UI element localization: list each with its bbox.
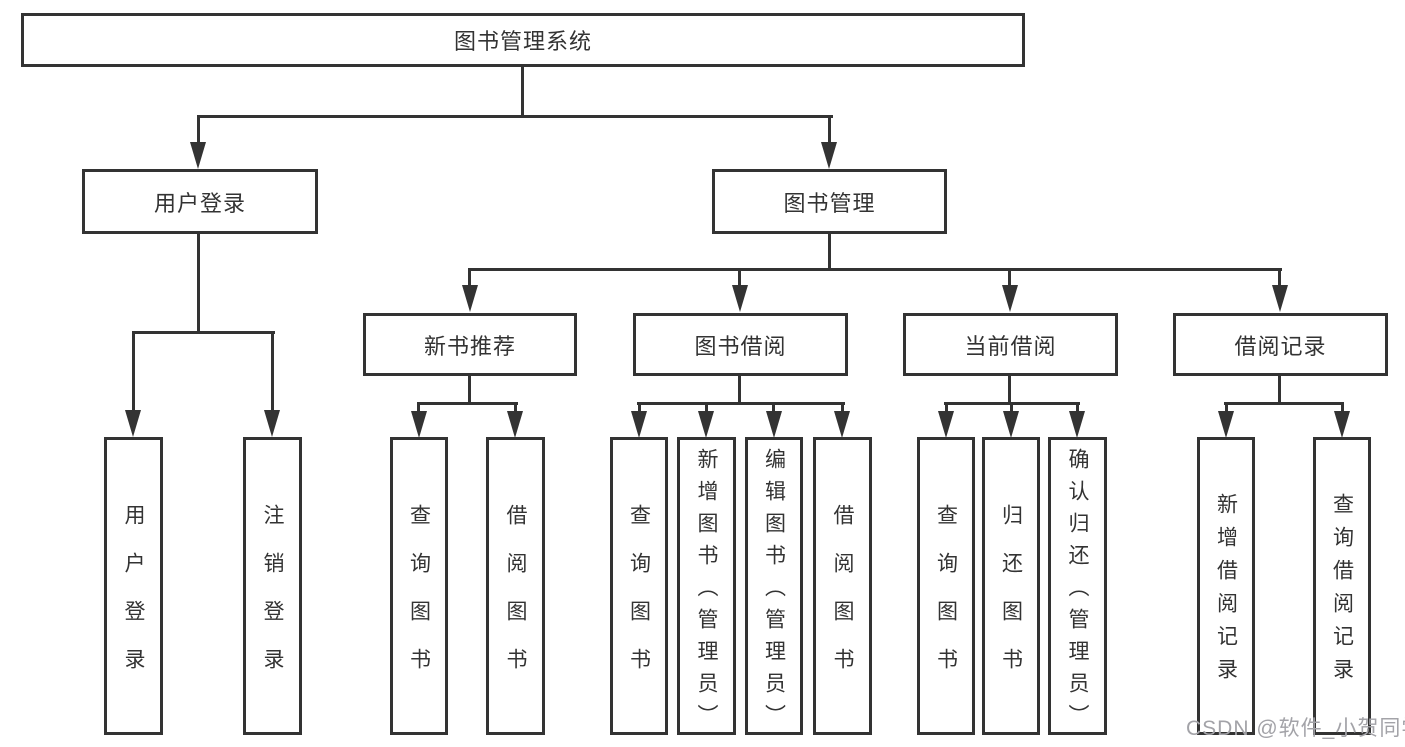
node-user-login: 用户登录 (82, 169, 318, 234)
leaf-bb-add-books-admin: 新增图书（管理员） (677, 437, 736, 736)
arrow-down-icon (411, 411, 427, 438)
connector-line (417, 402, 518, 405)
connector-line (1278, 268, 1281, 287)
connector-line (945, 402, 948, 412)
connector-line (1341, 402, 1344, 412)
connector-line (468, 268, 1282, 271)
leaf-bb-query-books: 查询图书 (610, 437, 668, 735)
arrow-down-icon (1003, 411, 1019, 438)
leaf-bb-borrow-books: 借阅图书 (813, 437, 872, 735)
connector-line (705, 402, 708, 412)
arrow-down-icon (462, 285, 478, 312)
leaf-label: 确认归还（管理员） (1066, 447, 1089, 736)
arrow-down-icon (834, 411, 850, 438)
connector-line (772, 402, 775, 412)
connector-line (1278, 375, 1281, 405)
leaf-nb-query-books: 查询图书 (390, 437, 448, 735)
arrow-down-icon (821, 142, 837, 169)
connector-line (468, 268, 471, 287)
arrow-down-icon (1334, 411, 1350, 438)
arrow-down-icon (938, 411, 954, 438)
node-label: 图书管理 (783, 190, 876, 216)
connector-line (828, 115, 831, 143)
arrow-down-icon (766, 411, 782, 438)
leaf-label: 查询图书 (934, 503, 958, 696)
leaf-label: 借阅图书 (831, 503, 854, 696)
leaf-label: 归还图书 (999, 503, 1023, 696)
connector-line (197, 233, 200, 334)
connector-line (132, 331, 135, 411)
connector-line (1008, 375, 1011, 405)
node-label: 借阅记录 (1234, 333, 1327, 359)
connector-line (514, 402, 517, 412)
arrow-down-icon (125, 410, 141, 437)
connector-line (738, 375, 741, 405)
node-book-borrowing: 图书借阅 (633, 313, 848, 376)
leaf-label: 查询图书 (627, 503, 651, 696)
connector-line (468, 375, 471, 405)
csdn-watermark: CSDN @软件_小贺同学 (1186, 717, 1405, 740)
arrow-down-icon (732, 285, 748, 312)
connector-line (841, 402, 844, 412)
leaf-label: 查询借阅记录 (1330, 493, 1354, 691)
leaf-label: 新增图书（管理员） (695, 447, 718, 736)
connector-line (417, 402, 420, 412)
connector-line (132, 331, 275, 334)
arrow-down-icon (190, 142, 206, 169)
leaf-nb-borrow-books: 借阅图书 (486, 437, 545, 735)
leaf-label: 注销登录 (261, 503, 284, 696)
node-label: 图书借阅 (694, 333, 787, 359)
arrow-down-icon (264, 410, 280, 437)
leaf-cb-query-books: 查询图书 (917, 437, 975, 735)
node-label: 用户登录 (153, 190, 246, 216)
arrow-down-icon (698, 411, 714, 438)
leaf-label: 借阅图书 (504, 503, 527, 696)
node-label: 当前借阅 (964, 333, 1057, 359)
leaf-label: 新增借阅记录 (1214, 493, 1238, 691)
arrow-down-icon (1069, 411, 1085, 438)
connector-line (638, 402, 641, 412)
connector-line (521, 66, 524, 116)
leaf-label: 查询图书 (407, 503, 431, 696)
node-borrowing-records: 借阅记录 (1173, 313, 1388, 376)
arrow-down-icon (507, 411, 523, 438)
leaf-logout: 注销登录 (243, 437, 302, 735)
connector-line (738, 268, 741, 287)
leaf-label: 编辑图书（管理员） (762, 447, 786, 736)
arrow-down-icon (1218, 411, 1234, 438)
leaf-cb-confirm-return-admin: 确认归还（管理员） (1048, 437, 1107, 736)
node-label: 新书推荐 (423, 333, 516, 359)
arrow-down-icon (1002, 285, 1018, 312)
node-new-book-recommendation: 新书推荐 (363, 313, 577, 376)
connector-line (1008, 268, 1011, 287)
leaf-bb-edit-books-admin: 编辑图书（管理员） (745, 437, 803, 736)
connector-line (637, 402, 845, 405)
connector-line (271, 331, 274, 411)
connector-line (1225, 402, 1228, 412)
leaf-cb-return-books: 归还图书 (982, 437, 1040, 735)
leaf-label: 用户登录 (122, 503, 145, 696)
leaf-br-add-borrow-record: 新增借阅记录 (1197, 437, 1255, 735)
arrow-down-icon (631, 411, 647, 438)
connector-line (828, 233, 831, 271)
connector-line (197, 115, 200, 143)
leaf-br-query-borrow-record: 查询借阅记录 (1313, 437, 1371, 735)
arrow-down-icon (1272, 285, 1288, 312)
leaf-user-login: 用户登录 (104, 437, 163, 735)
node-book-management: 图书管理 (712, 169, 947, 234)
connector-line (197, 115, 833, 118)
connector-line (1076, 402, 1079, 412)
node-root-system: 图书管理系统 (21, 13, 1025, 67)
node-label: 图书管理系统 (453, 29, 592, 54)
node-current-borrowing: 当前借阅 (903, 313, 1118, 376)
connector-line (1010, 402, 1013, 412)
connector-line (1224, 402, 1344, 405)
